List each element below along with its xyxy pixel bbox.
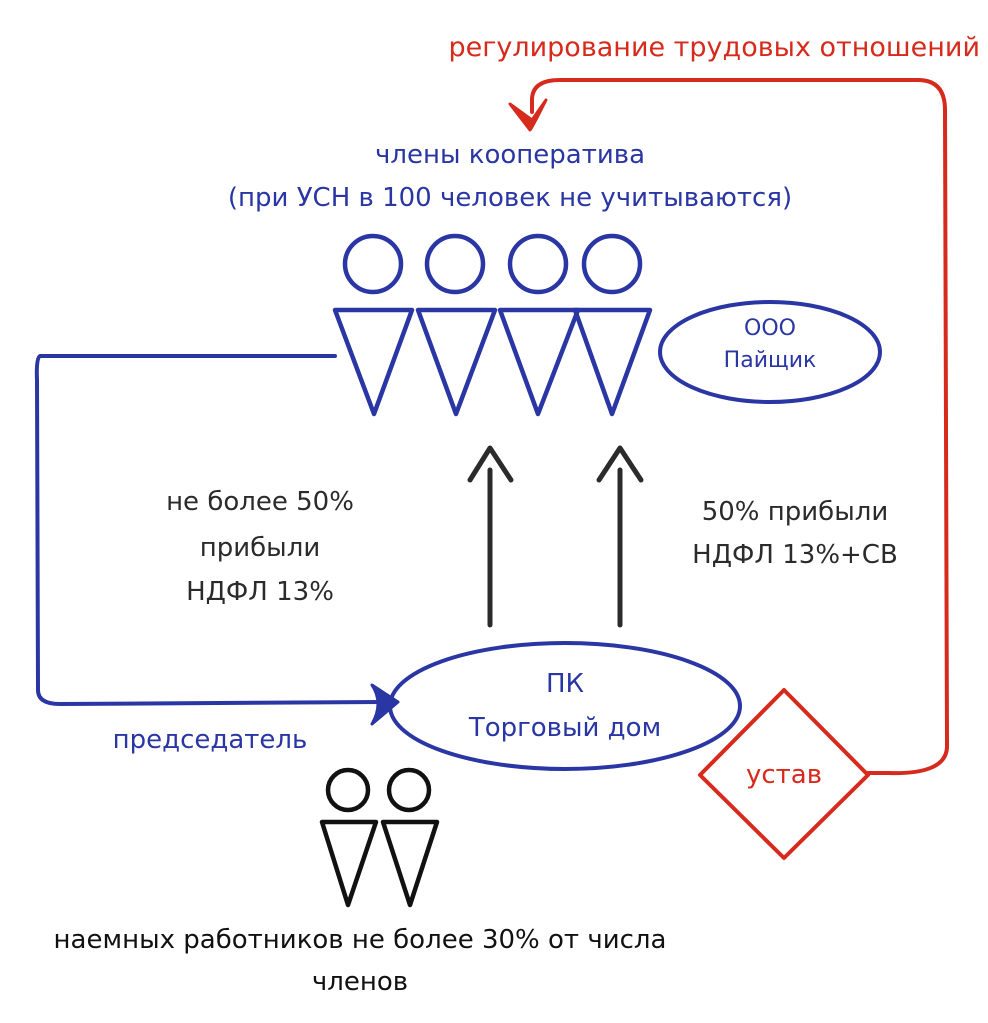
- left-condition-line2: прибыли: [199, 533, 321, 563]
- members-title: члены кооператива: [374, 140, 646, 170]
- pk-ellipse: [388, 641, 742, 771]
- chairman-label: председатель: [112, 725, 308, 755]
- chairman-arrowhead: [370, 683, 400, 726]
- regulation-arrowhead: [508, 98, 548, 132]
- workers-condition-line1: наемных работников не более 30% от числа: [53, 925, 667, 955]
- profit-arrow-left: [467, 445, 514, 628]
- member-figure: [332, 233, 415, 417]
- charter-diamond: [698, 688, 870, 860]
- right-condition-line1: 50% прибыли: [701, 497, 889, 527]
- left-condition-line1: не более 50%: [166, 487, 354, 517]
- workers-condition-line2: членов: [311, 967, 409, 997]
- regulation-connector: [530, 78, 950, 776]
- members-note: (при УСН в 100 человек не учитываются): [227, 183, 793, 213]
- regulation-label: регулирование трудовых отношений: [448, 32, 980, 63]
- ooo-label: ООО: [744, 316, 796, 341]
- worker-figure: [380, 767, 440, 908]
- worker-figure: [319, 767, 379, 908]
- charter-label: устав: [745, 760, 823, 790]
- profit-arrow-right: [596, 445, 644, 628]
- left-condition-line3: НДФЛ 13%: [186, 577, 334, 607]
- ooo-ellipse: [658, 300, 882, 404]
- member-figure: [497, 233, 581, 417]
- member-figure: [415, 233, 498, 417]
- ooo-name: Пайщик: [723, 348, 817, 373]
- chairman-connector: [34, 354, 387, 706]
- pk-label: ПК: [545, 669, 584, 699]
- member-figure: [572, 233, 653, 417]
- right-condition-line2: НДФЛ 13%+СВ: [692, 540, 898, 570]
- pk-name: Торговый дом: [468, 713, 662, 743]
